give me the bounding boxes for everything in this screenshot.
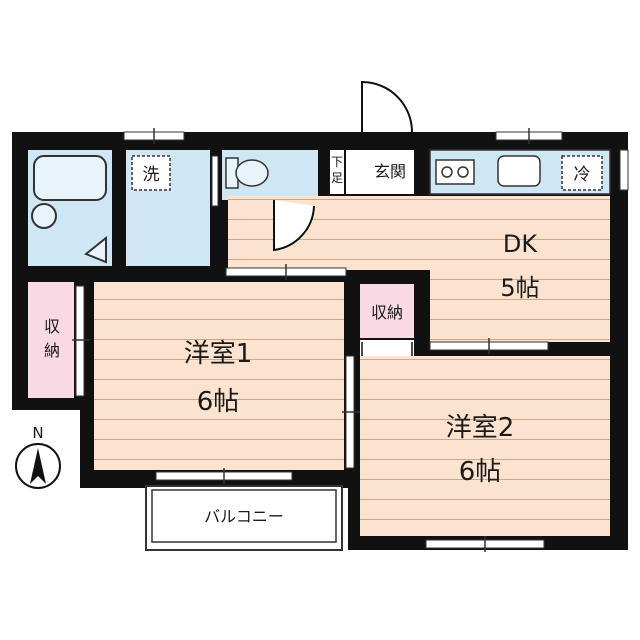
- corner-sink: [84, 235, 107, 264]
- balcony-label: バルコニー: [204, 507, 284, 526]
- storage-center: [360, 284, 414, 338]
- balcony-inner-rail: [151, 489, 337, 543]
- storage-left-label-2: 納: [44, 341, 60, 360]
- fridge-space: [561, 155, 603, 191]
- washer-space: [131, 155, 171, 191]
- western-room-1: [94, 282, 344, 470]
- storage-center-label: 収納: [371, 303, 403, 322]
- burner-left-icon: [441, 166, 453, 178]
- storage-left: [28, 282, 74, 398]
- balcony: [145, 485, 343, 551]
- washbasin: [31, 203, 57, 229]
- bathtub: [33, 155, 107, 201]
- western2-name: 洋室2: [446, 413, 515, 443]
- shoe-box: [330, 150, 344, 194]
- western1-name: 洋室1: [184, 339, 253, 369]
- north-label: N: [32, 424, 43, 442]
- washer-label: 洗: [143, 165, 160, 185]
- shoe-box-label-1: 下: [331, 155, 343, 169]
- entrance: [346, 150, 414, 194]
- north-compass-icon: N: [15, 424, 61, 489]
- toilet-bowl: [235, 159, 269, 187]
- shoe-box-label-2: 足: [331, 171, 343, 185]
- kitchen-sink: [497, 155, 541, 187]
- dk-door[interactable]: [273, 200, 315, 252]
- windows: [72, 128, 629, 552]
- dk-size: 5帖: [500, 274, 539, 302]
- dk-floor-right: [430, 196, 610, 342]
- entrance-label: 玄関: [374, 162, 406, 181]
- western1-size: 6帖: [197, 387, 240, 417]
- storage-left-label-1: 収: [44, 317, 60, 336]
- entrance-door[interactable]: [361, 80, 413, 133]
- fridge-label: 冷: [574, 165, 591, 185]
- western2-size: 6帖: [459, 457, 502, 487]
- western-room-2: [360, 356, 610, 536]
- dk-name: DK: [503, 230, 538, 258]
- burner-right-icon: [457, 166, 469, 178]
